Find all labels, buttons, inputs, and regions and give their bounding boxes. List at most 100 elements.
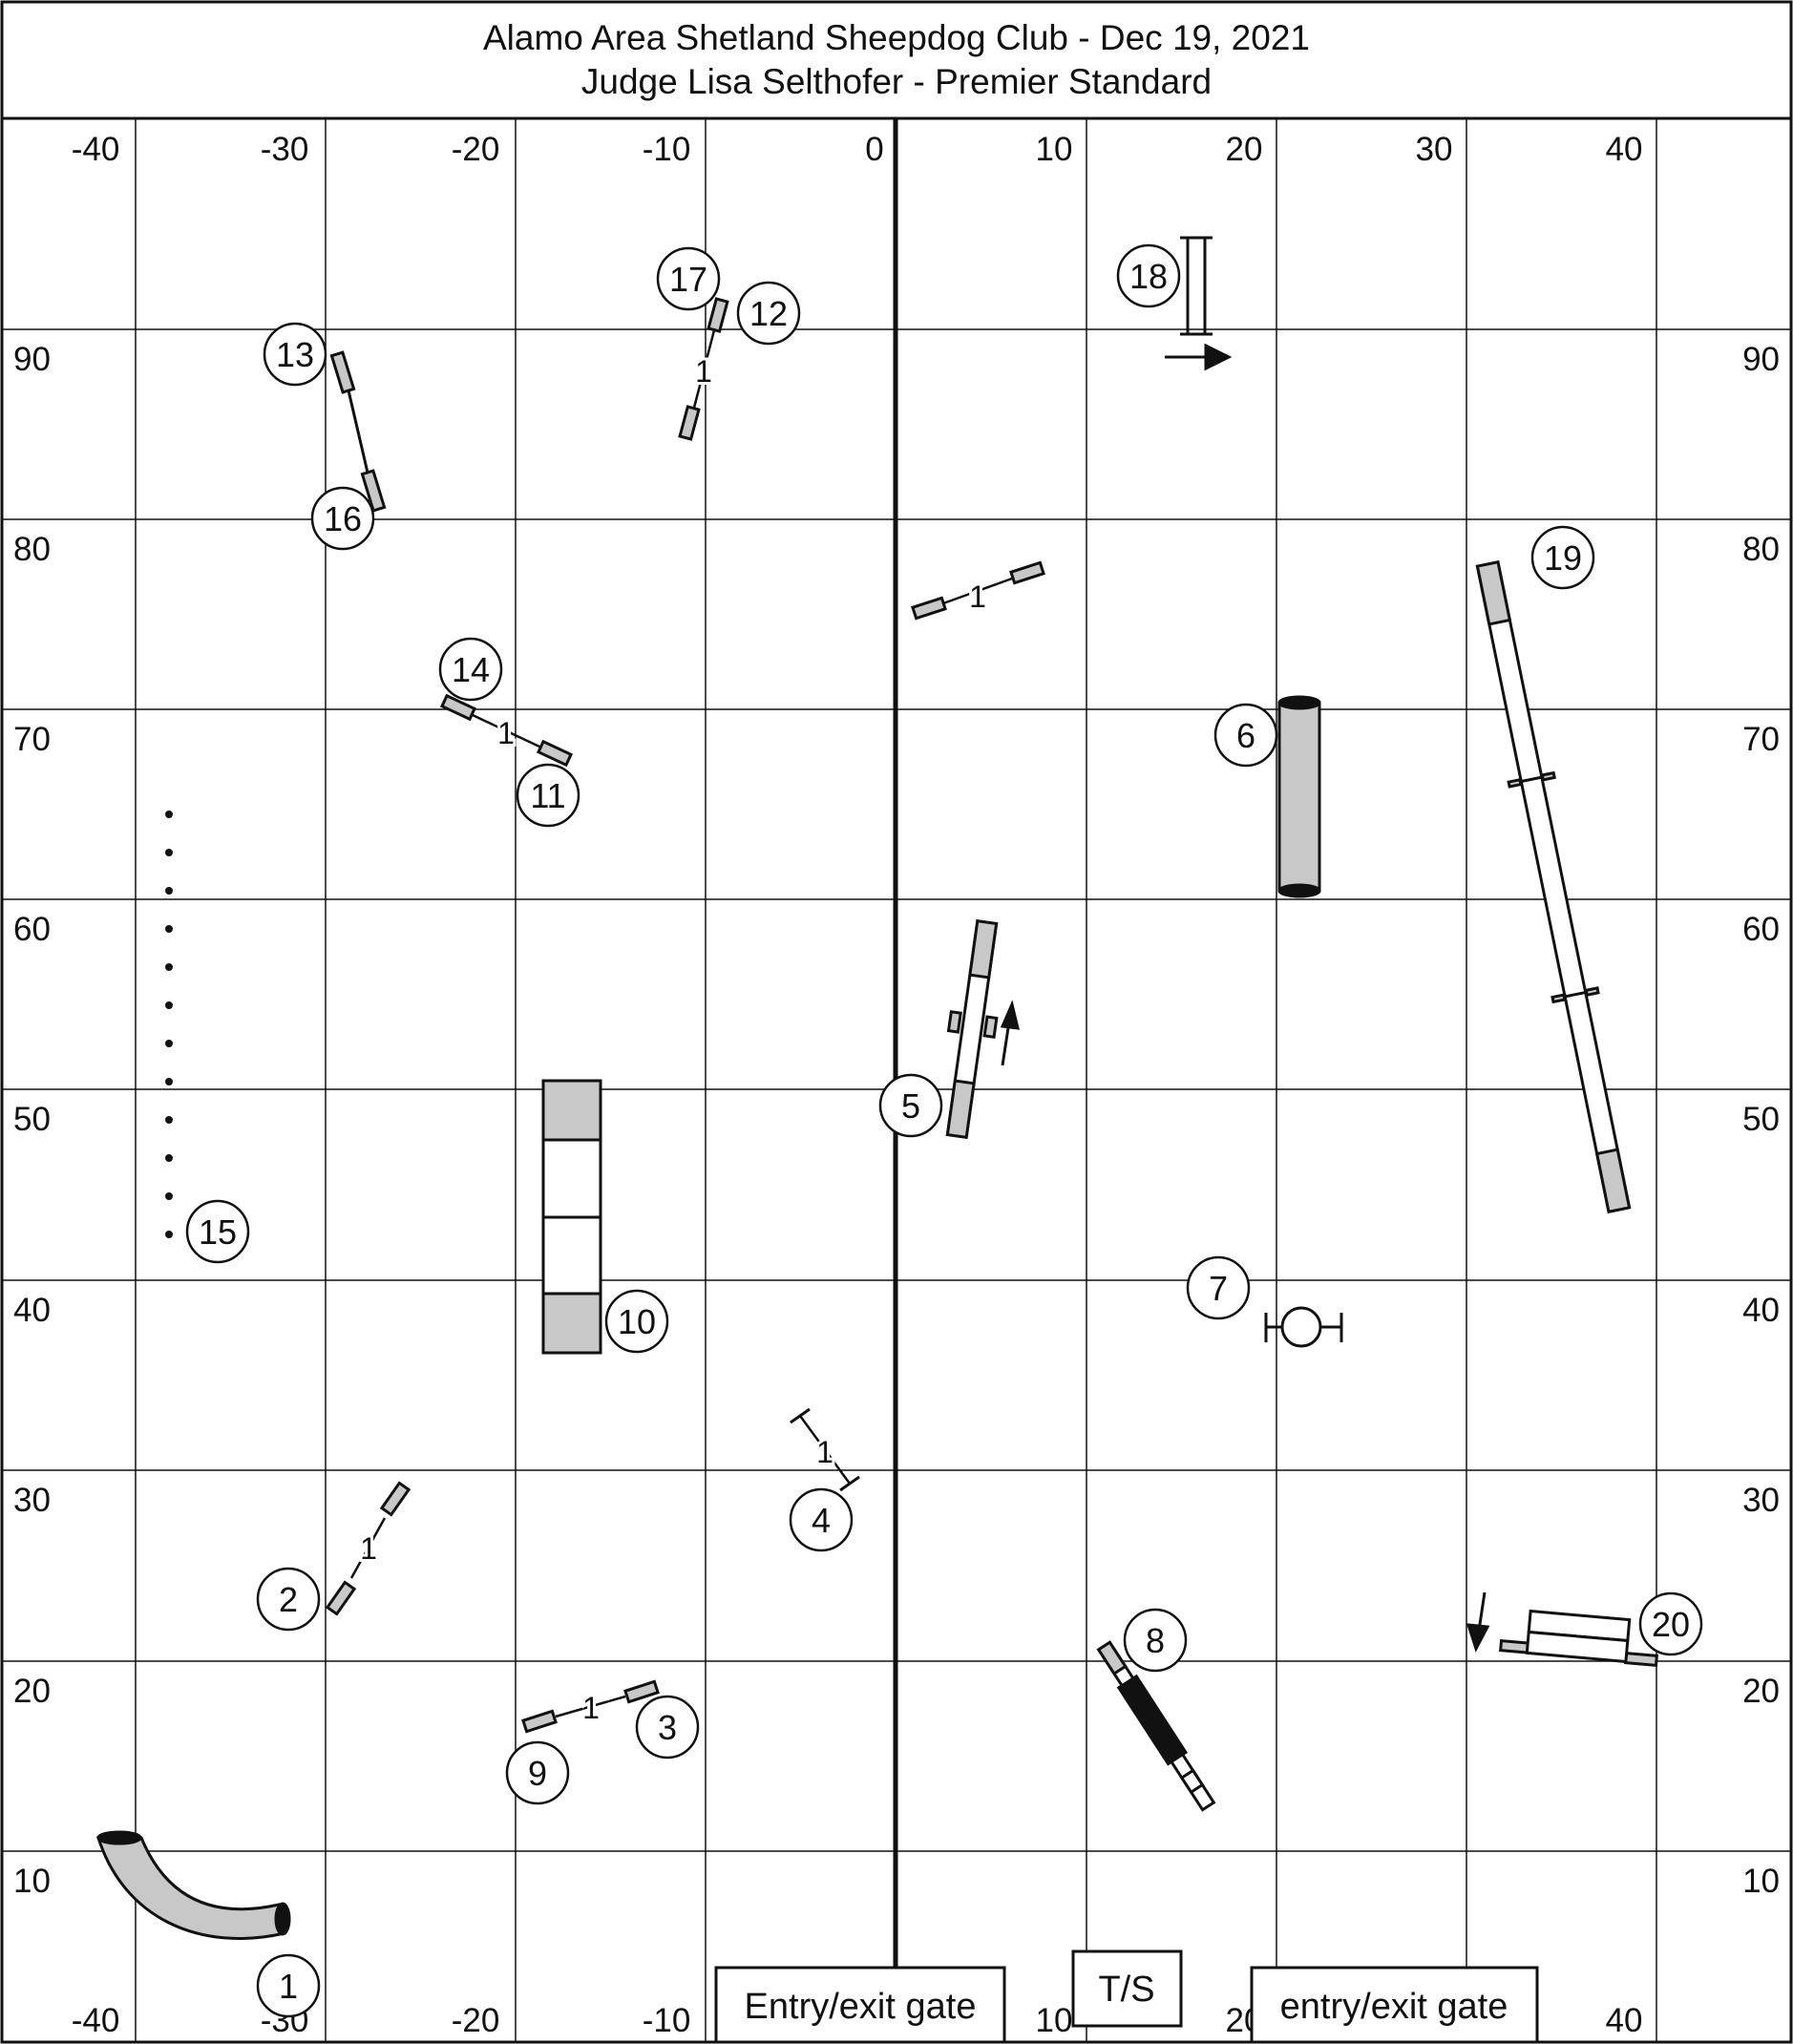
- axis-label: -40: [72, 2002, 120, 2039]
- svg-text:15: 15: [199, 1212, 237, 1252]
- entry-gate-right: entry/exit gate: [1250, 1966, 1539, 2044]
- axis-label: 90: [13, 341, 51, 378]
- jump-height-label: 1: [816, 1435, 833, 1469]
- number-marker-18: 18: [1116, 243, 1181, 308]
- axis-label: 80: [1742, 531, 1780, 568]
- jump-height-label: 1: [497, 716, 515, 750]
- dogwalk-obstacle-19: [1475, 559, 1632, 1214]
- axis-label: 60: [1742, 911, 1780, 948]
- tunnel-obstacle-6: [1277, 695, 1321, 898]
- svg-text:8: 8: [1146, 1621, 1165, 1660]
- svg-text:4: 4: [812, 1501, 831, 1540]
- axis-label: 40: [13, 1292, 51, 1329]
- svg-text:10: 10: [618, 1302, 656, 1341]
- number-marker-17: 17: [656, 246, 721, 311]
- jump-obstacle-12: [678, 297, 729, 441]
- axis-label: 70: [13, 721, 51, 758]
- axis-bottom: -40 -30 -20 -10 10 20 40: [72, 2002, 1643, 2039]
- pause-box-obstacle-10: [541, 1079, 602, 1355]
- svg-text:16: 16: [324, 499, 362, 538]
- axis-label: 10: [1036, 131, 1073, 168]
- jump-height-label: 1: [360, 1531, 377, 1566]
- table-start-box: T/S: [1071, 1949, 1183, 2028]
- axis-label: 80: [13, 531, 51, 568]
- axis-label: 40: [1606, 131, 1643, 168]
- number-marker-12: 12: [736, 281, 801, 346]
- axis-label: 30: [13, 1482, 51, 1519]
- axis-label: 50: [1742, 1101, 1780, 1138]
- svg-text:19: 19: [1544, 538, 1582, 578]
- svg-text:2: 2: [279, 1580, 298, 1619]
- number-marker-7: 7: [1186, 1255, 1251, 1320]
- jump-height-labels: 1 1 1 1 1 1: [357, 351, 989, 1728]
- number-marker-3: 3: [635, 1695, 700, 1760]
- axis-label: -30: [261, 131, 309, 168]
- jump-obstacle-13: [329, 350, 387, 513]
- jump-height-label: 1: [969, 579, 986, 614]
- number-marker-6: 6: [1213, 703, 1278, 768]
- axis-label: 30: [1416, 131, 1453, 168]
- axis-label: 40: [1742, 1292, 1780, 1329]
- number-marker-20: 20: [1638, 1591, 1703, 1656]
- axis-label: 20: [1226, 131, 1263, 168]
- svg-text:5: 5: [901, 1086, 920, 1126]
- entry-gate-right-label: entry/exit gate: [1280, 1987, 1508, 2027]
- jump-height-label: 1: [695, 354, 712, 389]
- course-subtitle: Judge Lisa Selthofer - Premier Standard: [581, 62, 1212, 101]
- axis-label: 70: [1742, 721, 1780, 758]
- obstacle-number-markers: 1 2 3 4 5 6 7 8 9 10 11 12 13 14 15 16 1…: [185, 243, 1703, 2018]
- axis-top: -40 -30 -20 -10 0 10 20 30 40: [72, 131, 1643, 168]
- entry-gate-left-label: Entry/exit gate: [745, 1987, 977, 2027]
- axis-label: 10: [1036, 2002, 1073, 2039]
- number-marker-13: 13: [263, 322, 327, 387]
- number-marker-2: 2: [256, 1567, 321, 1632]
- svg-text:9: 9: [528, 1754, 547, 1793]
- jump-height-label: 1: [582, 1691, 600, 1725]
- svg-text:6: 6: [1236, 716, 1255, 755]
- entry-gate-left: Entry/exit gate: [714, 1966, 1006, 2044]
- number-marker-14: 14: [438, 637, 503, 702]
- double-jump-obstacle-18: [1165, 236, 1233, 371]
- svg-text:11: 11: [530, 776, 565, 815]
- tunnel-obstacle-1: [95, 1830, 291, 1940]
- axis-label: -20: [452, 2002, 500, 2039]
- axis-label: 90: [1742, 341, 1780, 378]
- jump-obstacle-2: [325, 1481, 411, 1616]
- svg-text:17: 17: [669, 260, 707, 299]
- axis-label: -10: [643, 2002, 691, 2039]
- svg-text:3: 3: [658, 1708, 677, 1747]
- svg-text:20: 20: [1652, 1605, 1690, 1644]
- axis-label: 40: [1606, 2002, 1643, 2039]
- course-title: Alamo Area Shetland Sheepdog Club - Dec …: [483, 18, 1310, 57]
- jump-obstacle-center: [911, 560, 1045, 621]
- jump-obstacle-11: [439, 693, 574, 768]
- number-marker-15: 15: [185, 1199, 250, 1264]
- number-marker-16: 16: [310, 486, 375, 551]
- axis-label: -40: [72, 131, 120, 168]
- svg-text:7: 7: [1209, 1269, 1228, 1308]
- axis-left: 90 80 70 60 50 40 30 20 10: [13, 341, 51, 1900]
- axis-label: 20: [1742, 1673, 1780, 1710]
- weave-poles-obstacle-15: [165, 811, 173, 1238]
- number-marker-8: 8: [1123, 1608, 1188, 1673]
- table-start-label: T/S: [1098, 1970, 1154, 2010]
- axis-label: 10: [13, 1863, 51, 1900]
- teeter-obstacle-5: [945, 919, 1020, 1139]
- svg-text:1: 1: [279, 1967, 298, 2006]
- tire-obstacle-7: [1264, 1306, 1343, 1348]
- jump-obstacle-4: [790, 1407, 860, 1492]
- number-marker-5: 5: [878, 1073, 943, 1138]
- svg-text:14: 14: [452, 650, 490, 689]
- axis-label: -20: [452, 131, 500, 168]
- axis-label: 0: [865, 131, 883, 168]
- axis-label: 50: [13, 1101, 51, 1138]
- axis-label: 60: [13, 911, 51, 948]
- axis-label: 30: [1742, 1482, 1780, 1519]
- svg-text:18: 18: [1129, 257, 1168, 296]
- axis-label: 20: [13, 1673, 51, 1710]
- number-marker-9: 9: [505, 1740, 570, 1805]
- broad-jump-obstacle-20: [1466, 1591, 1658, 1668]
- number-marker-10: 10: [604, 1289, 669, 1354]
- number-marker-4: 4: [789, 1487, 854, 1552]
